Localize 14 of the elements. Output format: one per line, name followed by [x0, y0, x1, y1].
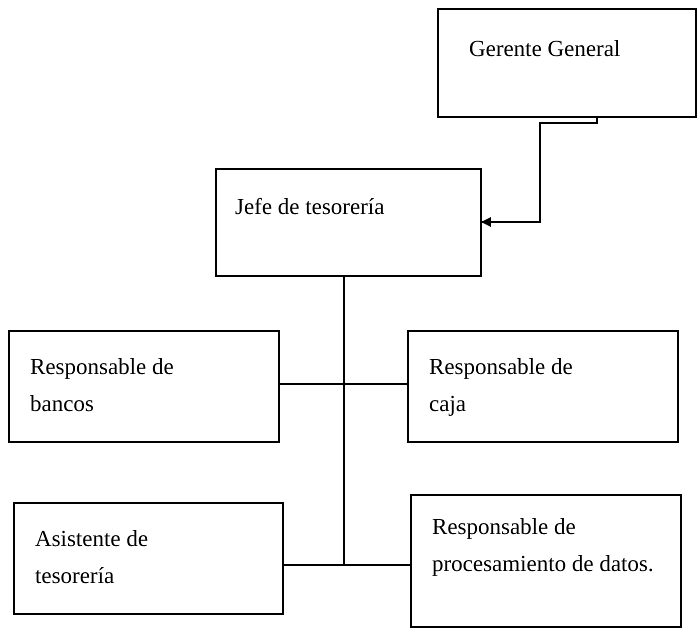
role-label: Gerente General: [469, 35, 622, 63]
arrow: [481, 118, 598, 227]
connector-line: [343, 277, 410, 566]
org-box: [215, 168, 482, 277]
role-label: Responsable de bancos: [30, 353, 175, 418]
org-box: [8, 330, 280, 443]
role-label: Jefe de tesorería: [235, 193, 386, 221]
role-label: Responsable de caja: [429, 353, 574, 418]
org-box: [13, 502, 284, 615]
org-box: [407, 330, 679, 443]
role-label: Responsable de procesamiento de datos.: [432, 513, 655, 578]
org-box: [410, 494, 682, 628]
org-box: [437, 8, 697, 118]
role-label: Asistente de tesorería: [35, 525, 150, 590]
